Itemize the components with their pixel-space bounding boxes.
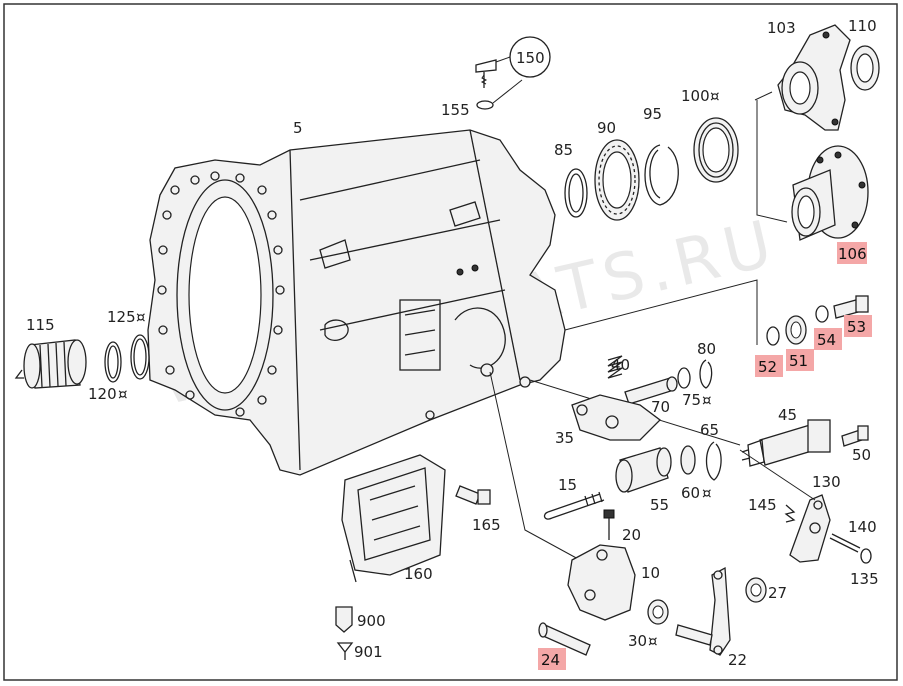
lever-130[interactable] — [739, 449, 831, 563]
spring-40[interactable] — [607, 355, 623, 379]
sleeve-115[interactable] — [14, 339, 87, 389]
callout-90[interactable]: 90 — [597, 119, 616, 137]
currency-100: ¤ — [710, 87, 720, 105]
bolt-53[interactable] — [833, 295, 869, 319]
callout-52[interactable]: 52 — [758, 358, 777, 376]
highlight-53 — [844, 315, 872, 337]
callout-45[interactable]: 45 — [778, 406, 797, 424]
shaft-24[interactable] — [538, 622, 591, 656]
ring-125[interactable] — [130, 334, 150, 380]
highlight-106 — [837, 242, 867, 264]
highlight-54 — [814, 328, 842, 350]
currency-75: ¤ — [702, 391, 712, 409]
highlight-24 — [538, 648, 566, 670]
callout-115[interactable]: 115 — [26, 316, 55, 334]
callout-50[interactable]: 50 — [852, 446, 871, 464]
callout-22[interactable]: 22 — [728, 651, 747, 669]
flange-106[interactable] — [791, 145, 869, 241]
currency-60: ¤ — [702, 484, 712, 502]
highlight-52 — [755, 355, 783, 377]
ring-75[interactable] — [677, 367, 691, 389]
valve-body-160[interactable] — [341, 454, 446, 583]
callout-10[interactable]: 10 — [641, 564, 660, 582]
bracket-10[interactable] — [567, 544, 636, 621]
callout-35[interactable]: 35 — [555, 429, 574, 447]
valve-45[interactable] — [741, 419, 831, 467]
callout-27[interactable]: 27 — [768, 584, 787, 602]
callout-85[interactable]: 85 — [554, 141, 573, 159]
callout-54[interactable]: 54 — [817, 331, 836, 349]
snap-ring-95[interactable] — [644, 144, 679, 206]
pin-140[interactable] — [829, 533, 861, 553]
spring-145[interactable] — [784, 504, 796, 523]
callout-160[interactable]: 160 — [404, 565, 433, 583]
callout-40[interactable]: 40 — [611, 356, 630, 374]
ring-60[interactable] — [680, 445, 696, 475]
bushing-27[interactable] — [745, 577, 767, 603]
callout-65[interactable]: 65 — [700, 421, 719, 439]
plug-900[interactable] — [335, 606, 353, 633]
callout-901[interactable]: 901 — [354, 643, 383, 661]
callout-51[interactable]: 51 — [789, 352, 808, 370]
callout-120[interactable]: 120 — [88, 385, 117, 403]
callout-155[interactable]: 155 — [441, 101, 470, 119]
callout-80[interactable]: 80 — [697, 340, 716, 358]
lever-22[interactable] — [675, 566, 731, 656]
ring-120[interactable] — [104, 341, 122, 383]
callout-110[interactable]: 110 — [848, 17, 877, 35]
callout-150[interactable]: 150 — [516, 49, 545, 67]
bearing-90[interactable] — [594, 139, 640, 221]
callout-103[interactable]: 103 — [767, 19, 796, 37]
callout-70[interactable]: 70 — [651, 398, 670, 416]
nut-110[interactable] — [850, 45, 880, 91]
rod-15[interactable] — [543, 491, 605, 520]
seal-100[interactable] — [693, 117, 739, 183]
callout-75[interactable]: 75 — [682, 391, 701, 409]
bolt-165[interactable] — [455, 485, 491, 505]
pin-70[interactable] — [624, 376, 678, 405]
clip-65[interactable] — [705, 441, 722, 481]
flange-103[interactable] — [777, 24, 851, 131]
breather-150-group[interactable] — [475, 36, 551, 110]
lever-35[interactable] — [571, 394, 661, 441]
callout-900[interactable]: 900 — [357, 612, 386, 630]
callout-20[interactable]: 20 — [622, 526, 641, 544]
callout-140[interactable]: 140 — [848, 518, 877, 536]
ring-52[interactable] — [766, 326, 780, 346]
transmission-housing[interactable] — [147, 129, 566, 476]
callout-100[interactable]: 100 — [681, 87, 710, 105]
callout-15[interactable]: 15 — [558, 476, 577, 494]
currency-120: ¤ — [118, 385, 128, 403]
callout-5[interactable]: 5 — [293, 119, 303, 137]
callout-145[interactable]: 145 — [748, 496, 777, 514]
callout-130[interactable]: 130 — [812, 473, 841, 491]
cap-901[interactable] — [336, 642, 354, 660]
callout-30[interactable]: 30 — [628, 632, 647, 650]
screw-20[interactable] — [603, 509, 615, 540]
cam-55[interactable] — [615, 447, 672, 493]
callout-95[interactable]: 95 — [643, 105, 662, 123]
callout-165[interactable]: 165 — [472, 516, 501, 534]
bolt-50[interactable] — [841, 425, 869, 447]
callout-55[interactable]: 55 — [650, 496, 669, 514]
bushing-30[interactable] — [647, 599, 669, 625]
clip-80[interactable] — [699, 359, 713, 389]
callout-60[interactable]: 60 — [681, 484, 700, 502]
seal-ring-85[interactable] — [564, 168, 588, 218]
callout-135[interactable]: 135 — [850, 570, 879, 588]
callout-24[interactable]: 24 — [541, 651, 560, 669]
currency-125: ¤ — [136, 308, 146, 326]
highlight-51 — [786, 349, 814, 371]
callout-53[interactable]: 53 — [847, 318, 866, 336]
callout-125[interactable]: 125 — [107, 308, 136, 326]
bushing-51[interactable] — [785, 315, 807, 345]
washer-135[interactable] — [860, 548, 872, 564]
currency-30: ¤ — [648, 632, 658, 650]
callout-106[interactable]: 106 — [838, 245, 867, 263]
washer-54[interactable] — [815, 305, 829, 323]
